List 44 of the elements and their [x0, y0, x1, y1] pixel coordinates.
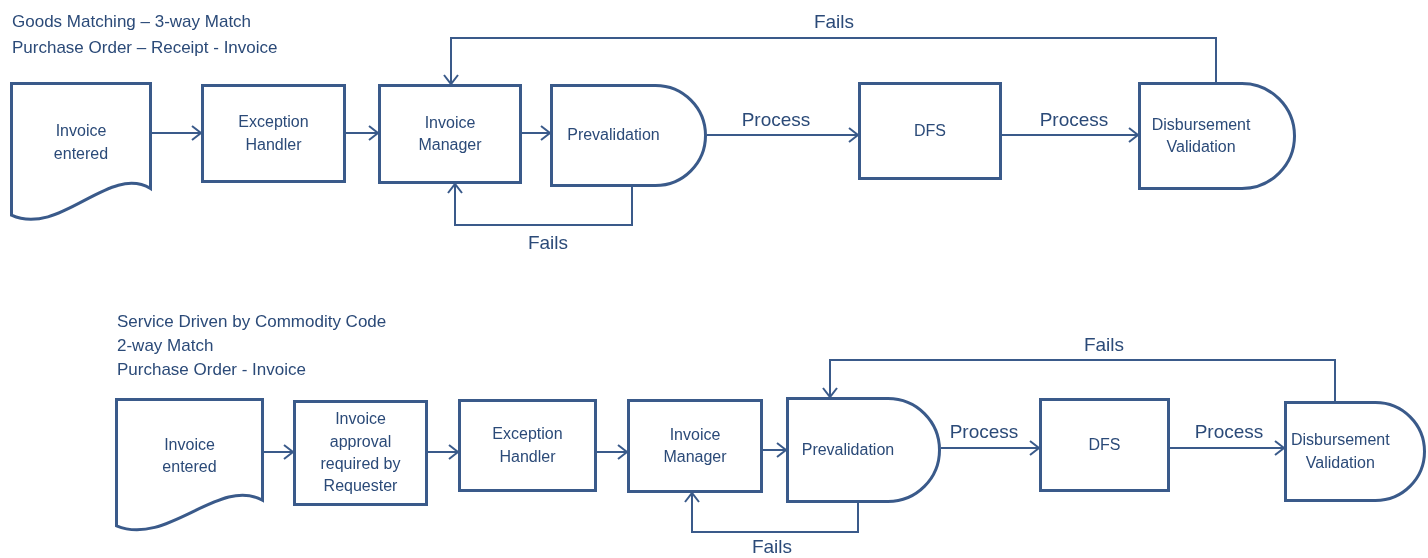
arrow — [1001, 127, 1139, 143]
node-label: Invoice entered — [161, 434, 218, 478]
process-box — [627, 399, 763, 493]
process-box — [293, 400, 428, 506]
arrow — [684, 492, 859, 533]
arrow — [443, 37, 1217, 85]
node-label: DFS — [1088, 434, 1121, 455]
arrow — [940, 440, 1040, 456]
process-box — [458, 399, 597, 492]
heading-text: Purchase Order – Receipt - Invoice — [12, 38, 278, 58]
node-label: Exception Handler — [491, 424, 564, 467]
node-label: Prevalidation — [567, 125, 660, 146]
process-box — [1039, 398, 1170, 492]
node-label: Prevalidation — [801, 439, 895, 460]
heading-text: Purchase Order - Invoice — [117, 360, 306, 380]
arrow — [151, 125, 202, 141]
delay-shape — [550, 84, 707, 187]
heading-text: 2-way Match — [117, 336, 214, 356]
node-label: Invoice Manager — [417, 112, 483, 155]
delay-shape — [1138, 82, 1296, 190]
node-label: Disbursement Validation — [1290, 430, 1391, 473]
node-label: Disbursement Validation — [1150, 114, 1252, 157]
process-box — [378, 84, 522, 184]
delay-shape — [1284, 401, 1426, 502]
heading-text: Service Driven by Commodity Code — [117, 312, 387, 332]
node-label: Invoice approval required by Requester — [319, 409, 402, 497]
arrow — [521, 125, 551, 141]
arrow — [822, 359, 1336, 402]
arrow — [345, 125, 379, 141]
node-label: Invoice Manager — [662, 424, 728, 467]
node-label: Exception Handler — [237, 112, 310, 155]
arrow — [263, 444, 294, 460]
node-label: DFS — [914, 120, 946, 141]
process-box — [201, 84, 346, 183]
heading-text: Goods Matching – 3-way Match — [12, 12, 252, 32]
node-label: Invoice entered — [52, 121, 110, 164]
delay-shape — [786, 397, 941, 503]
arrow — [762, 442, 787, 458]
arrow — [596, 444, 628, 460]
arrow — [447, 183, 633, 226]
arrow — [706, 127, 859, 143]
arrow — [1169, 440, 1285, 456]
process-box — [858, 82, 1002, 180]
arrow — [427, 444, 459, 460]
